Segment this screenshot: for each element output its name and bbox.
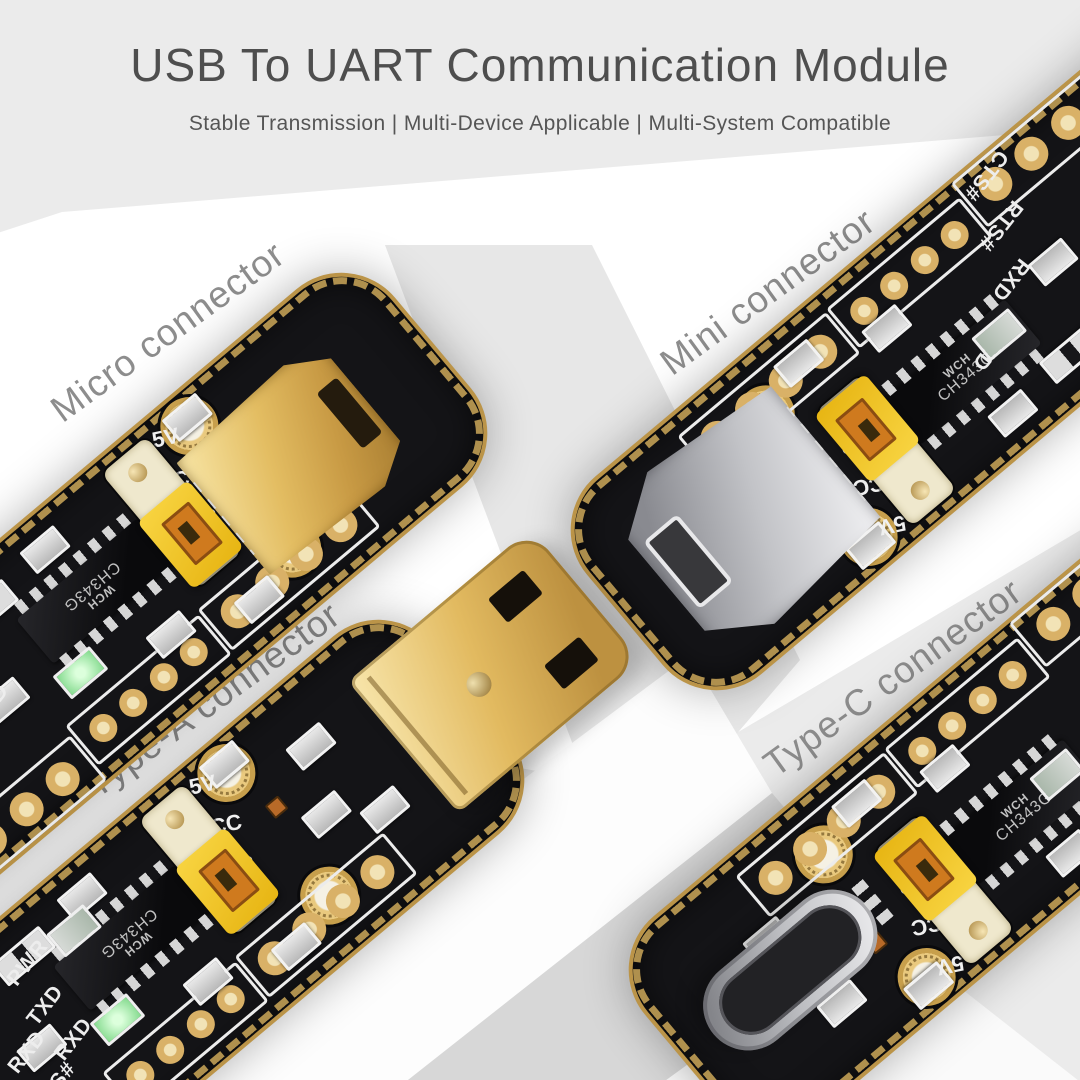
usb-plug-slot — [487, 569, 544, 624]
page-title: USB To UART Communication Module — [130, 39, 950, 91]
page-subtitle: Stable Transmission | Multi-Device Appli… — [188, 112, 892, 135]
usb-plug-slot — [543, 636, 599, 690]
